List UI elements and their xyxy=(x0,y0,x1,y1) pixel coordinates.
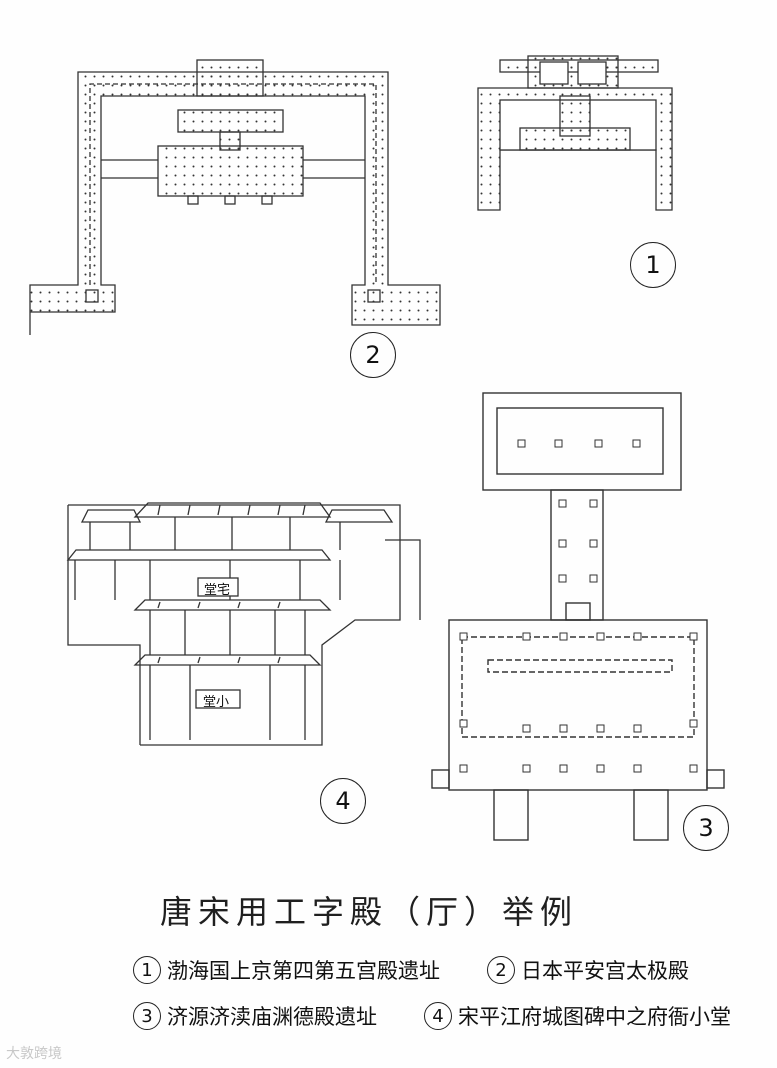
plan-balhae-palace xyxy=(477,55,673,211)
caption-number-4: 4 xyxy=(424,1002,452,1030)
figure-number-2: 2 xyxy=(350,332,396,378)
plan-heian-palace xyxy=(29,59,441,335)
figure-number-1: 1 xyxy=(630,242,676,288)
caption-text-1: 渤海国上京第四第五宫殿遗址 xyxy=(167,959,440,983)
caption-number-2: 2 xyxy=(487,956,515,984)
caption-2: 2 日本平安宫太极殿 xyxy=(487,955,689,985)
caption-text-3: 济源济渎庙渊德殿遗址 xyxy=(167,1005,377,1029)
plaque-lower-hall: 堂小 xyxy=(203,695,230,710)
plan-jidu-temple xyxy=(431,392,725,841)
caption-3: 3 济源济渎庙渊德殿遗址 xyxy=(133,1001,377,1031)
figure-number-3: 3 xyxy=(683,805,729,851)
figure-number-4: 4 xyxy=(320,778,366,824)
caption-text-2: 日本平安宫太极殿 xyxy=(521,959,689,983)
caption-4: 4 宋平江府城图碑中之府衙小堂 xyxy=(424,1001,731,1031)
caption-number-3: 3 xyxy=(133,1002,161,1030)
watermark: 大敦跨境 xyxy=(6,1046,62,1062)
plaque-upper-hall: 堂宅 xyxy=(204,583,231,598)
caption-number-1: 1 xyxy=(133,956,161,984)
elevation-pingjiang-hall xyxy=(66,502,421,746)
page-title: 唐宋用工字殿（厅）举例 xyxy=(160,893,579,931)
caption-1: 1 渤海国上京第四第五宫殿遗址 xyxy=(133,955,440,985)
caption-text-4: 宋平江府城图碑中之府衙小堂 xyxy=(458,1005,731,1029)
